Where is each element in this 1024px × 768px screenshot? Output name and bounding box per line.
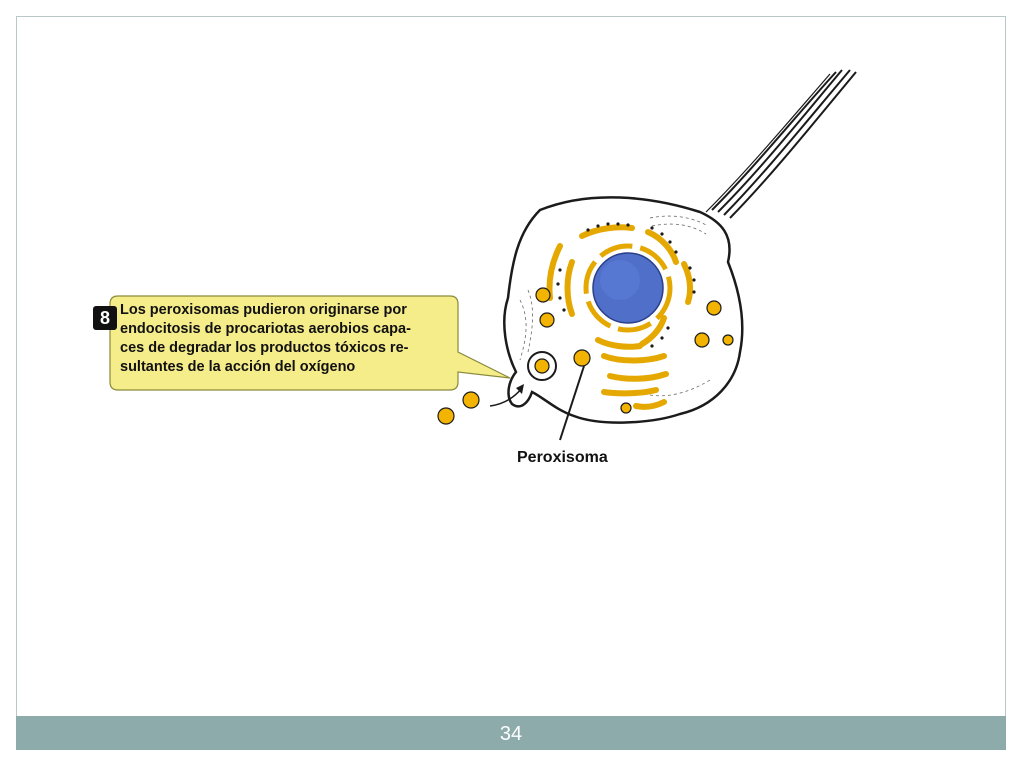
callout-line: Los peroxisomas pudieron originarse por [120, 302, 407, 318]
cytoskeleton-fibers [519, 215, 711, 397]
callout-bubble [109, 295, 511, 391]
ribosomes [556, 222, 696, 348]
nuclear-envelope [583, 243, 673, 333]
peroxisomes-inside [535, 287, 734, 414]
callout-line: endocitosis de procariotas aerobios capa… [120, 321, 411, 337]
slide-number: 34 [499, 723, 523, 745]
axon [705, 69, 857, 219]
nucleus-texture [600, 260, 640, 300]
callout-line: ces de degradar los productos tóxicos re… [120, 340, 409, 356]
entry-arrow-head [516, 384, 524, 394]
peroxisome-label: Peroxisoma [517, 449, 608, 466]
peroxisome-leader-line [559, 365, 585, 441]
callout-line: sultantes de la acción del oxígeno [120, 359, 356, 375]
step-number-badge: 8 [93, 306, 117, 330]
callout-text: Los peroxisomas pudieron originarse por … [120, 301, 460, 377]
footer-bar: 34 [16, 716, 1006, 750]
external-prokaryotes [437, 391, 480, 425]
engulfed-prokaryote [534, 358, 550, 374]
